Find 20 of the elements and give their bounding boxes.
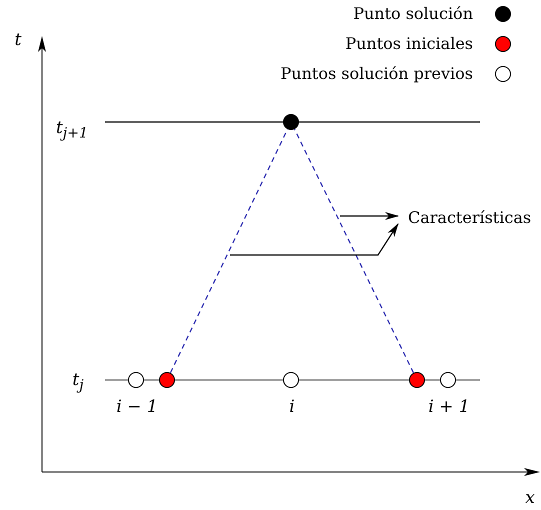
index-label: i − 1 (116, 397, 158, 417)
grid-point (409, 372, 425, 388)
grid-point (440, 372, 456, 388)
index-label: i + 1 (428, 397, 470, 417)
characteristic-line (294, 128, 414, 374)
leader-line (340, 212, 399, 220)
grid-point (283, 372, 299, 388)
axis-label: t$_{j}$ (72, 370, 84, 394)
grid-point (283, 114, 299, 130)
callout-text: Características (398, 207, 541, 229)
axis-label: x (525, 488, 535, 508)
axis-label: t (14, 30, 22, 50)
grid-point (159, 372, 175, 388)
grid-point (128, 372, 144, 388)
legend-label: Puntos iniciales (345, 34, 473, 53)
index-label: i (289, 397, 295, 417)
legend-label: Punto solución (353, 4, 473, 23)
leader-line (230, 223, 399, 256)
axis-label: t$_{j+1}$ (56, 118, 88, 142)
legend-label: Puntos solución previos (280, 64, 473, 83)
